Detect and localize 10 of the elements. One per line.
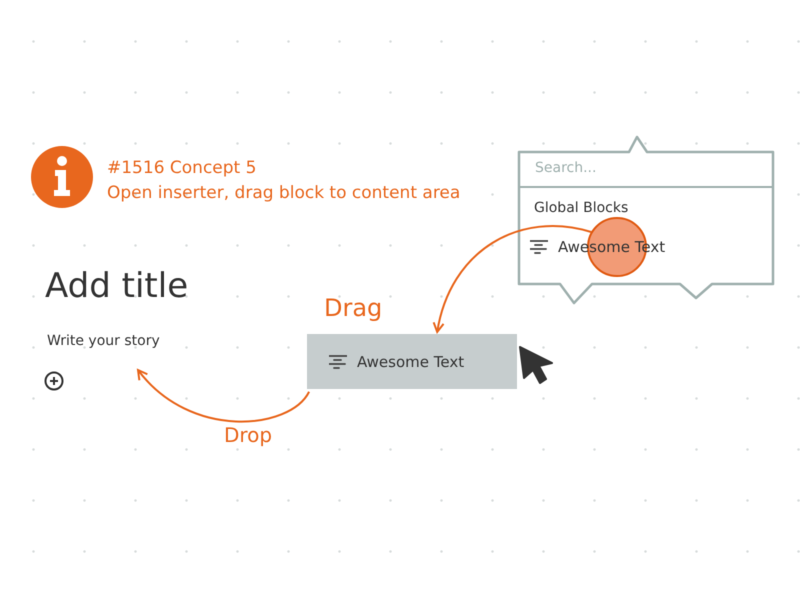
body-input-field: Write your story <box>47 333 160 349</box>
description-text: Open inserter, drag block to content area <box>107 183 460 203</box>
search-field: Search... <box>519 152 773 188</box>
heading-text: #1516 Concept 5 <box>107 158 256 178</box>
arrow <box>137 369 310 422</box>
title-input-field: Add title <box>45 266 188 306</box>
arrow <box>433 225 592 333</box>
block-name: Awesome Text <box>357 352 464 370</box>
drag-label: Drag <box>324 294 382 322</box>
section-heading: Global Blocks <box>534 200 628 216</box>
